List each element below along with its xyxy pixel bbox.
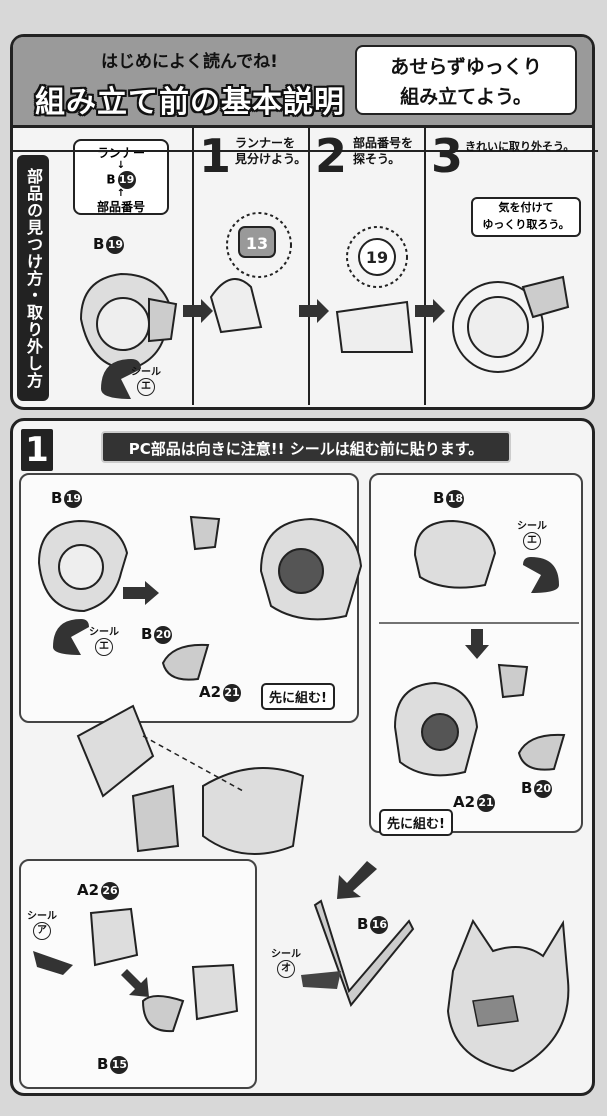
seal-o-shape [301, 971, 341, 989]
antenna-part-drawing [313, 899, 415, 1008]
basic-instructions-panel: はじめによく読んでね! 組み立て前の基本説明 あせらずゆっくり 組み立てよう。 … [10, 34, 598, 410]
step-3-caption: きれいに取り外そう。 [465, 140, 575, 153]
right-seal-shape [523, 557, 559, 593]
step-2-illustration: 19 [335, 226, 414, 353]
slogan-line-1: あせらずゆっくり [390, 56, 542, 78]
head-part-assembly [259, 517, 363, 621]
part-drawing-b19 [79, 272, 178, 371]
step-2-number: 2 [315, 129, 348, 183]
step-1-number: 1 [199, 129, 232, 183]
side-label: 部品の見つけ方・取り外し方 [17, 155, 49, 401]
step-1-banner: PC部品は向きに注意!! シールは組む前に貼ります。 [101, 431, 511, 463]
final-head-drawing [446, 918, 570, 1073]
guide-divider-lines [13, 125, 598, 405]
callout-part-number: 部品番号 [96, 200, 145, 214]
right-zoom-detail [497, 663, 529, 699]
divider [379, 622, 579, 624]
seal-shape [101, 359, 141, 399]
slogan-box: あせらずゆっくり 組み立てよう。 [355, 45, 577, 115]
arrow-right-icon [415, 299, 445, 323]
right-b20-shape [517, 733, 566, 771]
careful-box: 気を付けて ゆっくり取ろう。 [471, 197, 581, 237]
left-seal-shape [53, 619, 89, 655]
step-3-number: 3 [431, 129, 464, 183]
step-1-illustration: 13 [209, 212, 292, 334]
step-2-badge: 19 [366, 248, 388, 267]
guide-seal-label: シール エ [131, 367, 161, 396]
down-arrow-icon: ↓ [116, 160, 126, 171]
arrow-right-icon [123, 581, 159, 605]
header-big-title: 組み立て前の基本説明 [35, 85, 345, 120]
bottom-right-seal-label: シールオ [271, 949, 301, 978]
slogan-line-2: 組み立てよう。 [400, 86, 532, 108]
arrow-right-icon [299, 299, 329, 323]
step-2-caption: 部品番号を探そう。 [353, 136, 414, 166]
callout-runner: ランナー [96, 146, 145, 160]
arrow-right-icon [183, 299, 213, 323]
bottom-left-assembly [141, 963, 239, 1033]
step-3-illustration [452, 275, 570, 373]
right-head-assembly [393, 681, 479, 777]
up-arrow-icon: ↑ [116, 188, 126, 199]
step-1-caption: ランナーを見分けよう。 [235, 136, 307, 166]
right-part-drawing [413, 519, 497, 589]
part-b20-shape [161, 643, 210, 681]
header-band: はじめによく読んでね! 組み立て前の基本説明 あせらずゆっくり 組み立てよう。 [13, 37, 592, 128]
flow-arrows [183, 299, 445, 323]
part-a2-26-shape [89, 907, 139, 967]
left-assemble-first-note: 先に組む! [261, 683, 335, 710]
bottom-left-seal-label: シールア [27, 911, 57, 940]
arrow-down-icon [465, 629, 489, 659]
left-part-drawing [37, 519, 129, 613]
center-assembly-drawing [76, 704, 305, 855]
step-number-badge: 1 [21, 429, 53, 471]
arrow-down-right-icon [121, 969, 149, 997]
left-seal-label: シールエ [89, 627, 119, 656]
zoom-detail [189, 515, 221, 551]
right-assemble-first-note: 先に組む! [379, 809, 453, 836]
arrow-down-left-icon [337, 861, 377, 899]
seal-a-shape [33, 951, 73, 975]
step-1-badge: 13 [246, 234, 268, 253]
right-seal-label: シールエ [517, 521, 547, 550]
header-small-title: はじめによく読んでね! [101, 52, 278, 72]
